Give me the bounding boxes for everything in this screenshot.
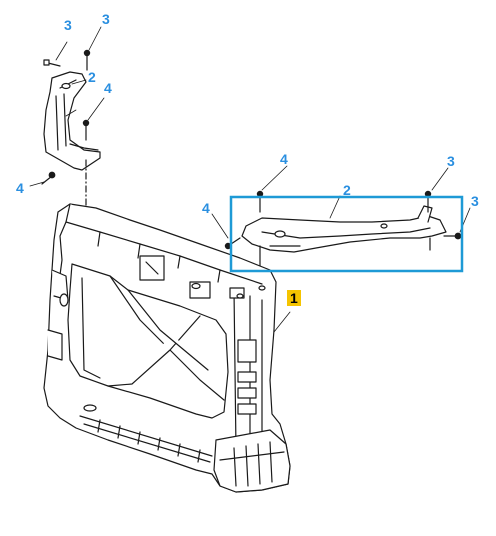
bolt-right-c: [444, 233, 461, 239]
callout-2-top-left: 2: [88, 69, 96, 85]
callout-4-left: 4: [16, 180, 24, 196]
callout-3-top-left-a: 3: [64, 17, 72, 33]
callout-3-right-b: 3: [471, 193, 479, 209]
bolt-right-a: [257, 191, 262, 212]
callout-4-top-left: 4: [104, 80, 112, 96]
callout-1-main-part: 1: [287, 290, 301, 306]
bolt-mid-left: [83, 120, 88, 140]
callout-3-top-left-b: 3: [102, 11, 110, 27]
callout-2-right: 2: [343, 182, 351, 198]
callout-4-right-a: 4: [280, 151, 288, 167]
leader-lines: [30, 27, 470, 332]
bolt-top-left: [84, 50, 89, 70]
radiator-support-frame: [44, 204, 290, 492]
bolt-lower-left: [42, 172, 55, 184]
bolt-right-d: [225, 238, 240, 249]
left-upper-bracket: [44, 72, 100, 170]
right-upper-crossmember: [242, 206, 446, 268]
screw-top-left: [44, 60, 60, 66]
callout-3-right-a: 3: [447, 153, 455, 169]
highlight-box: [231, 197, 462, 271]
callout-4-right-b: 4: [202, 200, 210, 216]
